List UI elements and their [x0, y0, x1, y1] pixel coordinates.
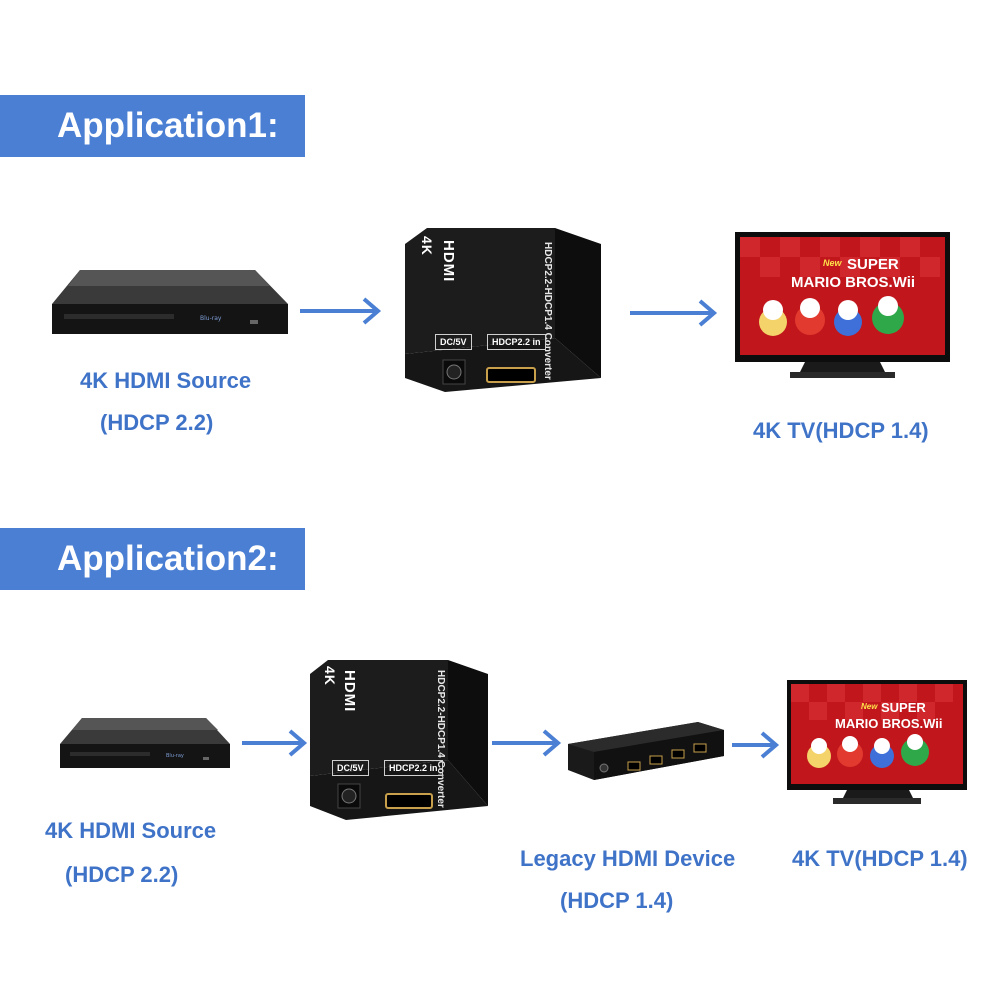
app2-arrow-source-to-converter	[242, 729, 308, 757]
app1-converter-box: HDMI 4K HDCP2.2-HDCP1.4 Converter DC/5V …	[405, 228, 601, 392]
app1-tv-screen-new: New	[823, 258, 842, 268]
app2-4k-badge: 4K	[322, 666, 338, 686]
app2-tv-caption: 4K TV(HDCP 1.4)	[792, 846, 968, 871]
app2-tv-frame	[787, 680, 967, 804]
app2-port-input-label: HDCP2.2 in	[384, 760, 443, 776]
app2-tv-screen-super: SUPER	[881, 700, 926, 715]
app2-legacy-caption-sub: (HDCP 1.4)	[560, 888, 674, 913]
app1-port-power-label: DC/5V	[435, 334, 472, 350]
svg-text:Blu-ray: Blu-ray	[200, 315, 222, 322]
app1-source-caption: 4K HDMI Source	[80, 368, 252, 393]
app1-4k-badge: 4K	[419, 236, 435, 256]
app2-tv-screen-title: MARIO BROS.Wii	[835, 716, 943, 731]
app2-arrow-converter-to-legacy	[492, 729, 562, 757]
app2-legacy-hdmi-device	[568, 722, 724, 780]
app2-tv: New SUPER MARIO BROS.Wii	[787, 680, 967, 806]
app1-converter-model-label: HDCP2.2-HDCP1.4 Converter	[542, 242, 553, 380]
app2-converter-model-label: HDCP2.2-HDCP1.4 Converter	[435, 670, 446, 808]
app1-tv-screen-title: MARIO BROS.Wii	[791, 274, 916, 291]
app1-hdmi-logo: HDMI	[440, 240, 457, 283]
app1-arrow-source-to-converter	[300, 297, 382, 325]
app2-source-caption-sub: (HDCP 2.2)	[65, 862, 179, 887]
app1-source-caption-sub: (HDCP 2.2)	[100, 410, 214, 435]
app2-tv-screen-new: New	[861, 702, 878, 711]
app2-legacy-caption: Legacy HDMI Device	[520, 846, 736, 871]
app1-converter-body	[405, 228, 601, 392]
app1-source-player: Blu-ray	[52, 270, 288, 334]
app2-arrow-legacy-to-tv	[732, 731, 780, 759]
app1-tv-frame	[735, 232, 950, 378]
app2-converter-box: HDMI 4K HDCP2.2-HDCP1.4 Converter DC/5V …	[310, 660, 488, 820]
svg-text:Blu-ray: Blu-ray	[166, 753, 184, 759]
app1-port-input-label: HDCP2.2 in	[487, 334, 546, 350]
app1-title-banner: Application1:	[0, 95, 305, 157]
app1-tv-caption: 4K TV(HDCP 1.4)	[753, 418, 929, 443]
app1-arrow-converter-to-tv	[630, 299, 718, 327]
app1-tv: New SUPER MARIO BROS.Wii	[735, 232, 950, 380]
app2-source-caption: 4K HDMI Source	[45, 818, 217, 843]
app2-hdmi-logo: HDMI	[341, 670, 358, 713]
app2-port-power-label: DC/5V	[332, 760, 369, 776]
app2-title-banner: Application2:	[0, 528, 305, 590]
app2-source-player: Blu-ray	[60, 718, 230, 768]
app1-tv-screen-super: SUPER	[847, 256, 899, 273]
